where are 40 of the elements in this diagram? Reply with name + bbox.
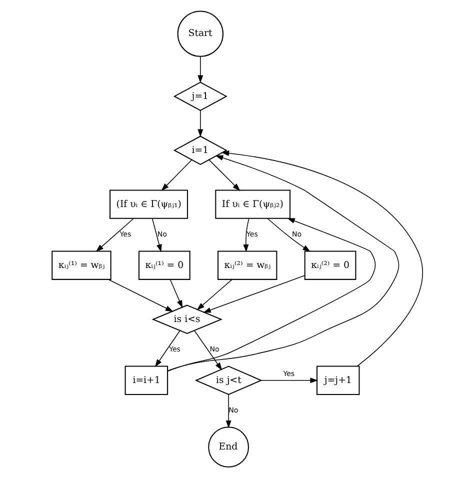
node-box: κᵢⱼ⁽²⁾ = 0 bbox=[304, 250, 356, 280]
node-box: If υᵢ ∈ Γ(ψᵦⱼ₂) bbox=[214, 190, 290, 219]
arrow bbox=[208, 159, 240, 191]
arrow bbox=[108, 279, 173, 312]
edge-label: No bbox=[156, 230, 166, 239]
arrow bbox=[196, 279, 232, 310]
arrow bbox=[166, 155, 399, 372]
arrow bbox=[220, 150, 422, 367]
arrow bbox=[266, 218, 310, 252]
edge-label: Yes bbox=[119, 230, 131, 239]
arrow bbox=[193, 330, 222, 370]
arrow bbox=[202, 275, 305, 313]
node-diamond: i=1 bbox=[172, 136, 227, 165]
node-diamond: j=1 bbox=[172, 82, 227, 112]
arrow bbox=[197, 56, 203, 84]
node-box: κᵢⱼ⁽¹⁾ = 0 bbox=[138, 250, 190, 280]
edge-label: No bbox=[228, 406, 238, 415]
node-circle: Start bbox=[176, 10, 223, 57]
arrow bbox=[225, 394, 231, 428]
edge-label: Yes bbox=[282, 368, 294, 378]
node-box: (If υᵢ ∈ Γ(ψᵦⱼ₁) bbox=[109, 190, 188, 219]
arrow bbox=[260, 378, 318, 384]
arrow bbox=[160, 160, 192, 191]
arrow bbox=[154, 330, 180, 368]
node-box: κᵢⱼ⁽¹⁾ = wᵦⱼ bbox=[51, 250, 111, 280]
node-box: j=j+1 bbox=[316, 366, 360, 395]
arrow bbox=[169, 279, 182, 308]
node-box: i=i+1 bbox=[124, 366, 168, 395]
arrow bbox=[242, 218, 249, 252]
arrow bbox=[197, 110, 203, 138]
edge-label: No bbox=[291, 230, 302, 239]
edge-label: No bbox=[209, 344, 219, 354]
node-box: κᵢⱼ⁽²⁾ = wᵦⱼ bbox=[217, 250, 277, 280]
node-circle: End bbox=[208, 426, 249, 468]
arrow bbox=[151, 218, 162, 252]
edge-label: Yes bbox=[246, 230, 258, 239]
arrow bbox=[167, 218, 376, 372]
node-diamond: is j<t bbox=[194, 366, 262, 396]
edge-label: Yes bbox=[168, 344, 180, 354]
arrow bbox=[95, 218, 134, 252]
